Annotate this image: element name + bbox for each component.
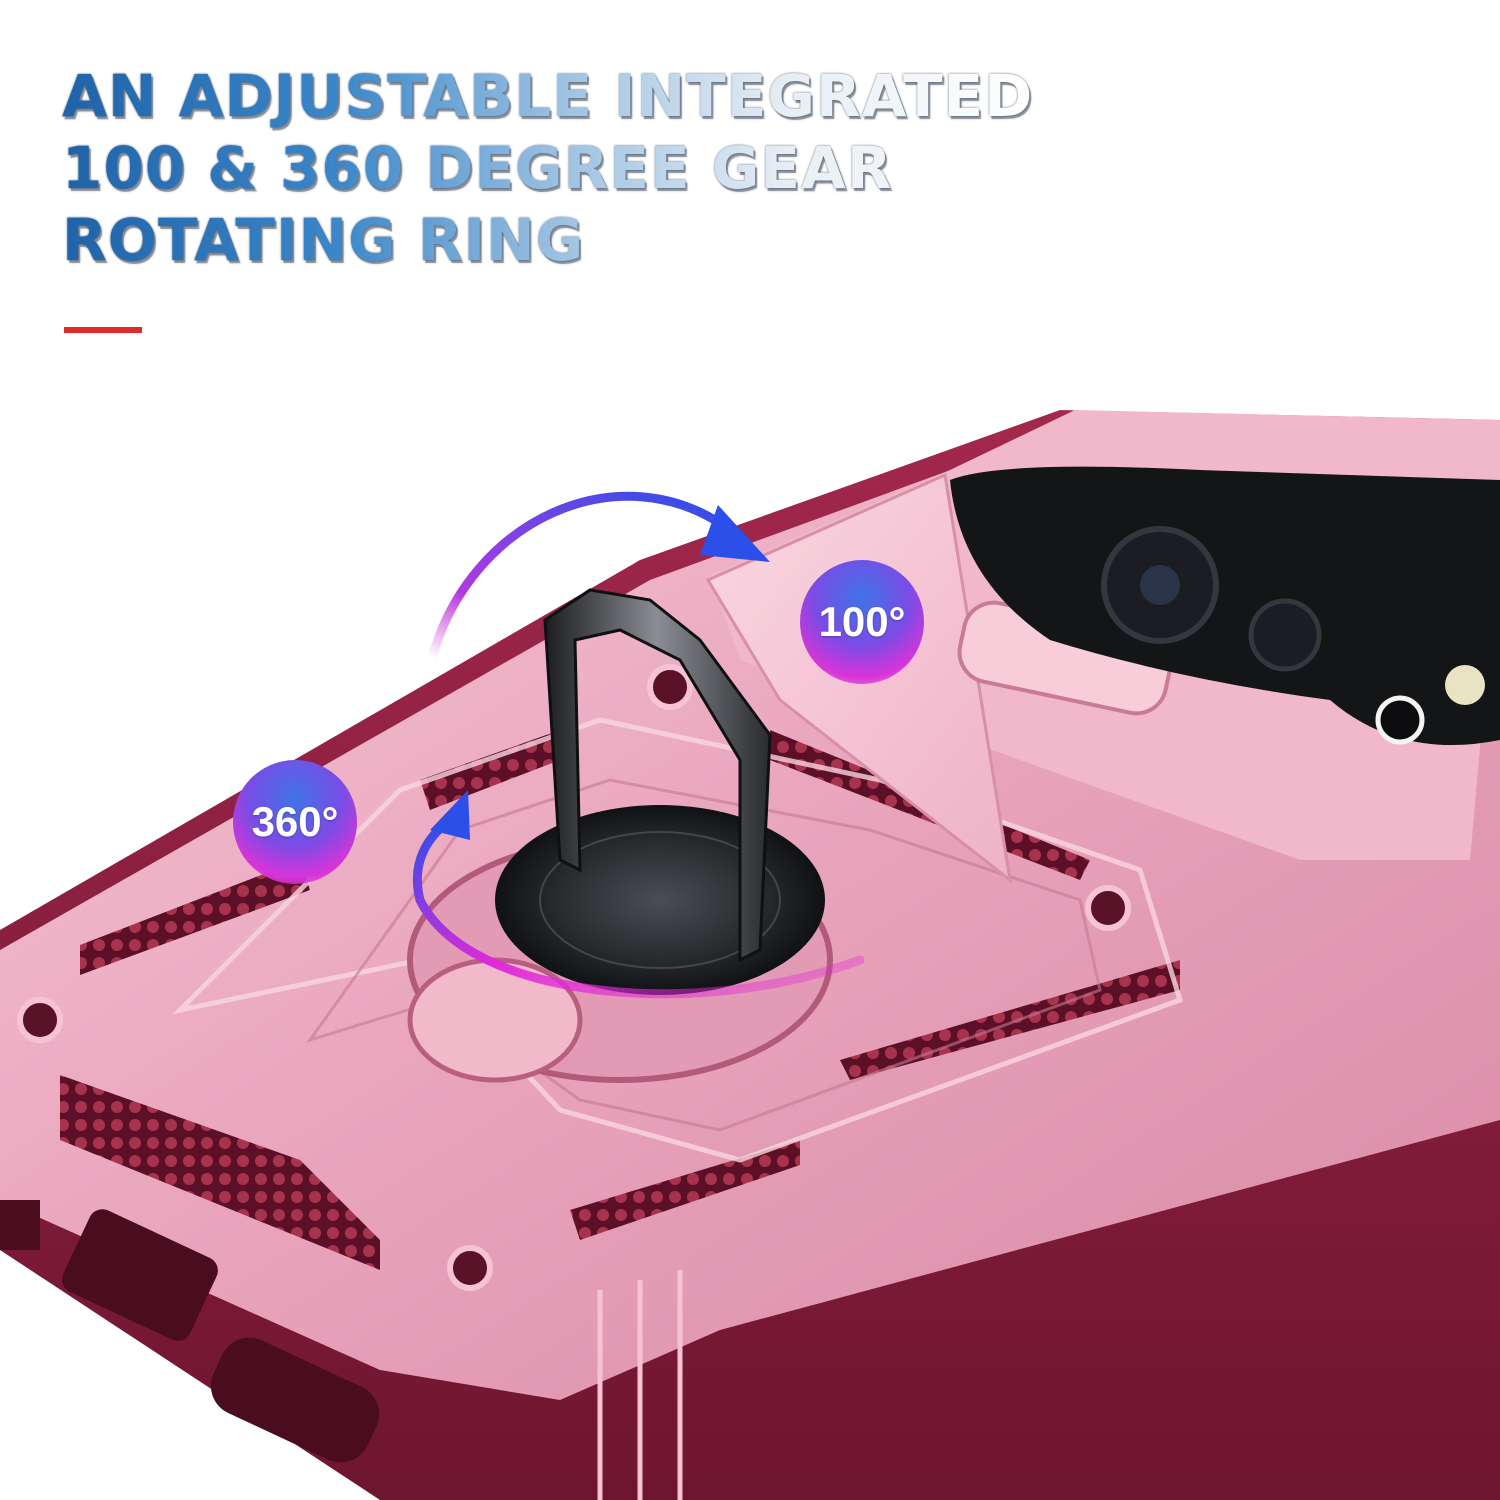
rotation-360-badge: 360° [233, 760, 357, 884]
headline-line-1: AN ADJUSTABLE INTEGRATED [62, 62, 1034, 130]
accent-bar [64, 327, 142, 333]
headline-line-2: 100 & 360 DEGREE GEAR [62, 132, 1033, 204]
headline: AN ADJUSTABLE INTEGRATED 100 & 360 DEGRE… [62, 60, 1033, 276]
rotation-100-badge: 100° [800, 560, 924, 684]
headline-line-3: ROTATING RING [62, 204, 1033, 276]
